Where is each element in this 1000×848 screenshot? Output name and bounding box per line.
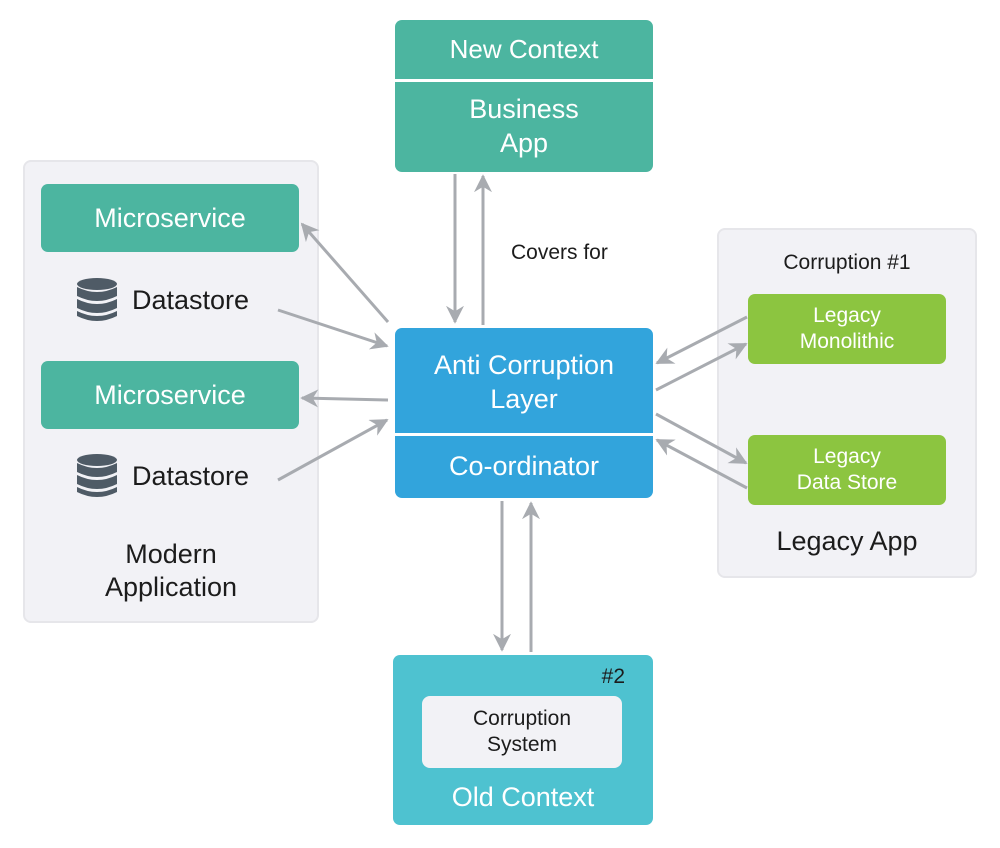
arrow-acl-to-microservice-1 — [300, 222, 390, 323]
legacy-data-store-box[interactable]: Legacy Data Store — [748, 435, 946, 505]
arrow-monolithic-to-acl — [655, 315, 748, 365]
legacy-app-title: Legacy App — [776, 525, 918, 556]
corruption-1-badge: Corruption #1 — [783, 251, 911, 274]
arrow-acl-to-microservice-2 — [300, 389, 389, 408]
microservice-label-2: Microservice — [94, 379, 246, 410]
covers-for-label: Covers for — [511, 241, 608, 264]
new-context-header: New Context — [449, 34, 599, 64]
coordinator-label: Co-ordinator — [448, 450, 600, 481]
arrow-datastore-1-to-acl — [277, 308, 389, 350]
arrow-datastore-to-acl — [655, 438, 748, 490]
datastore-item-1: Datastore — [76, 275, 296, 325]
arrow-datastore-2-to-acl — [277, 418, 389, 482]
new-context-divider — [395, 79, 653, 82]
arrow-acl-to-monolithic — [655, 342, 748, 392]
datastore-label-1: Datastore — [132, 284, 250, 315]
database-icon — [77, 454, 117, 497]
microservice-box-2[interactable]: Microservice — [41, 361, 299, 429]
old-context-box[interactable]: #2 Corruption System Old Context — [393, 655, 653, 825]
arrow-acl-to-datastore — [655, 412, 748, 465]
legacy-monolithic-box[interactable]: Legacy Monolithic — [748, 294, 946, 364]
business-app-label: Business App — [469, 94, 579, 158]
microservice-box-1[interactable]: Microservice — [41, 184, 299, 252]
corruption-system-box[interactable]: Corruption System — [422, 696, 622, 768]
datastore-label-2: Datastore — [132, 460, 250, 491]
legacy-app-panel — [717, 228, 977, 578]
database-icon — [77, 278, 117, 321]
corruption-2-badge: #2 — [601, 665, 625, 688]
new-context-box[interactable]: New Context Business App — [395, 20, 653, 172]
old-context-title: Old Context — [451, 781, 595, 812]
acl-divider — [395, 433, 653, 436]
modern-application-title: Modern Application — [104, 539, 238, 602]
microservice-label-1: Microservice — [94, 202, 246, 233]
datastore-item-2: Datastore — [76, 451, 296, 501]
anti-corruption-layer-box[interactable]: Anti Corruption Layer Co-ordinator — [395, 328, 653, 498]
anti-corruption-layer-label: Anti Corruption Layer — [433, 350, 615, 414]
